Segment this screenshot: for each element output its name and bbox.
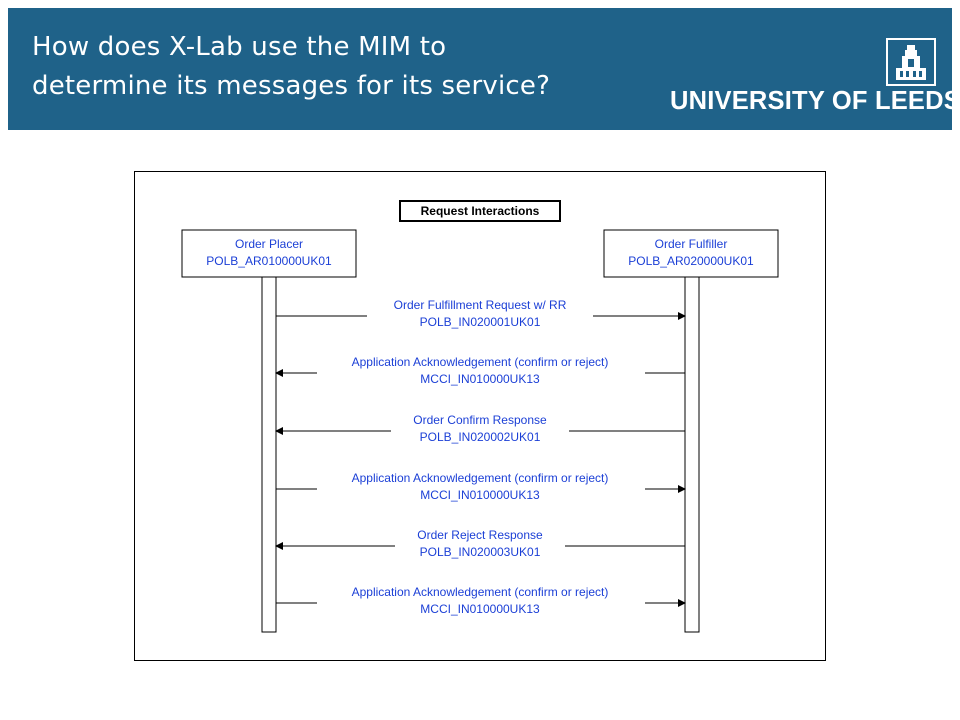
message-label: Application Acknowledgement (confirm or … bbox=[352, 471, 609, 485]
message-arrow: Order Fulfillment Request w/ RR POLB_IN0… bbox=[276, 298, 686, 329]
slide-title: How does X-Lab use the MIM to determine … bbox=[32, 28, 652, 106]
message-id: POLB_IN020001UK01 bbox=[420, 315, 541, 329]
message-label: Order Fulfillment Request w/ RR bbox=[394, 298, 567, 312]
lifeline-head-order-fulfiller: Order Fulfiller POLB_AR020000UK01 bbox=[603, 229, 779, 278]
message-id: MCCI_IN010000UK13 bbox=[420, 602, 540, 616]
sequence-diagram-canvas: Request Interactions Order Placer POLB_A… bbox=[181, 200, 779, 633]
frame-title-box: Request Interactions bbox=[399, 200, 561, 222]
lifeline-name: Order Fulfiller bbox=[655, 237, 728, 251]
message-arrow: Application Acknowledgement (confirm or … bbox=[276, 585, 686, 616]
message-label: Order Confirm Response bbox=[413, 413, 547, 427]
message-id: POLB_IN020002UK01 bbox=[420, 430, 541, 444]
university-crest-icon bbox=[886, 38, 936, 86]
lifeline-name: Order Placer bbox=[235, 237, 303, 251]
title-banner: How does X-Lab use the MIM to determine … bbox=[8, 8, 960, 130]
message-arrow: Order Reject Response POLB_IN020003UK01 bbox=[275, 528, 685, 559]
frame-title: Request Interactions bbox=[421, 204, 540, 218]
message-arrow: Application Acknowledgement (confirm or … bbox=[276, 471, 686, 502]
message-id: POLB_IN020003UK01 bbox=[420, 545, 541, 559]
message-label: Order Reject Response bbox=[417, 528, 543, 542]
sequence-diagram: Request Interactions Order Placer POLB_A… bbox=[134, 171, 826, 661]
message-arrow: Order Confirm Response POLB_IN020002UK01 bbox=[275, 413, 685, 444]
university-logo-text: UNIVERSITY OF LEEDS bbox=[670, 87, 960, 115]
message-arrow: Application Acknowledgement (confirm or … bbox=[275, 355, 685, 386]
activation-bar-order-fulfiller bbox=[684, 276, 700, 633]
activation-bar-order-placer bbox=[261, 276, 277, 633]
message-label: Application Acknowledgement (confirm or … bbox=[352, 585, 609, 599]
lifeline-id: POLB_AR010000UK01 bbox=[206, 254, 332, 268]
lifeline-id: POLB_AR020000UK01 bbox=[628, 254, 754, 268]
message-label: Application Acknowledgement (confirm or … bbox=[352, 355, 609, 369]
message-id: MCCI_IN010000UK13 bbox=[420, 372, 540, 386]
lifeline-head-order-placer: Order Placer POLB_AR010000UK01 bbox=[181, 229, 357, 278]
slide-title-line-2: determine its messages for its service? bbox=[32, 71, 551, 101]
message-id: MCCI_IN010000UK13 bbox=[420, 488, 540, 502]
slide-title-line-1: How does X-Lab use the MIM to bbox=[32, 32, 447, 62]
